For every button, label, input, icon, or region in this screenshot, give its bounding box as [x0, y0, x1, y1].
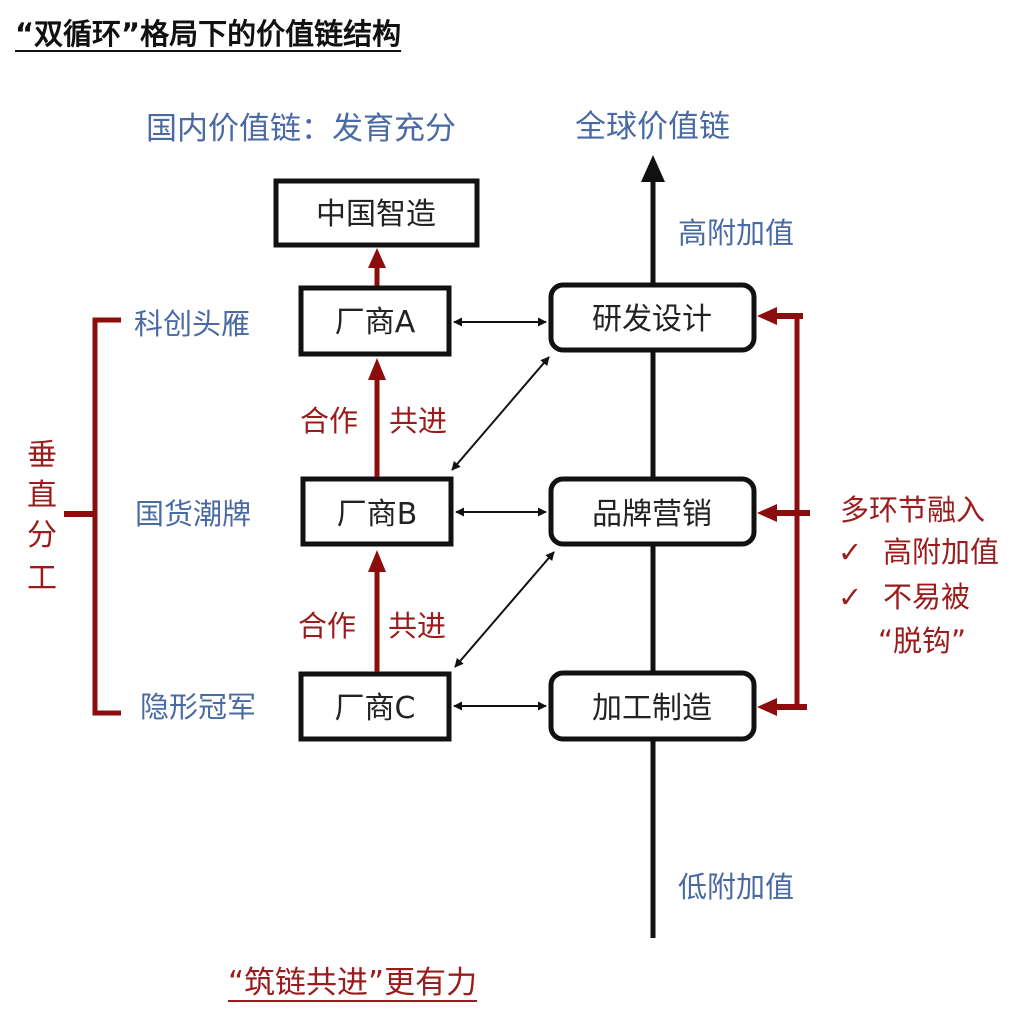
- link-c-brand: [454, 551, 555, 668]
- diagram-title: “双循环”格局下的价值链结构: [15, 17, 401, 51]
- category-label-a: 科创头雁: [134, 307, 250, 341]
- vertical-division-char-4: 工: [27, 561, 57, 596]
- firm-b-label: 厂商B: [337, 497, 418, 532]
- integration-heading: 多环节融入: [840, 493, 985, 527]
- stage-label-manufacturing: 加工制造: [592, 691, 712, 726]
- vertical-division-char-1: 垂: [27, 438, 57, 473]
- footer-slogan: “筑链共进”更有力: [228, 965, 477, 1001]
- integration-point-1: 高附加值: [883, 535, 999, 569]
- global-chain-label: 全球价值链: [575, 109, 730, 145]
- low-value-label: 低附加值: [678, 870, 794, 904]
- cooperation-label-left-2: 合作: [298, 609, 356, 643]
- vertical-division-bracket: [64, 317, 121, 716]
- category-label-b: 国货潮牌: [135, 497, 251, 531]
- link-b-rd: [451, 356, 550, 471]
- stage-label-brand: 品牌营销: [592, 497, 712, 532]
- firm-box-b: 厂商B: [300, 476, 454, 547]
- check-icon: ✓: [838, 535, 862, 569]
- stage-label-rd: 研发设计: [592, 302, 712, 337]
- stage-box-rd-design: 研发设计: [548, 282, 757, 353]
- category-label-c: 隐形冠军: [140, 690, 256, 724]
- high-value-label: 高附加值: [678, 216, 794, 250]
- cooperation-label-left-1: 合作: [300, 404, 358, 438]
- cooperation-label-right-2: 共进: [388, 609, 446, 643]
- red-arrow-left-icon: [757, 307, 777, 325]
- integration-point-2-continuation: “脱钩”: [878, 624, 966, 658]
- red-arrow-head-icon: [368, 358, 386, 380]
- red-arrow-left-icon: [757, 698, 777, 716]
- top-box-label: 中国智造: [316, 197, 436, 232]
- domestic-chain-label: 国内价值链：发育充分: [146, 111, 456, 147]
- integration-point-2: 不易被: [883, 580, 970, 614]
- stage-box-manufacturing: 加工制造: [548, 670, 757, 742]
- check-icon: ✓: [838, 580, 862, 614]
- red-arrow-head-icon: [368, 550, 386, 572]
- cooperation-label-right-1: 共进: [389, 404, 447, 438]
- firm-box-a: 厂商A: [298, 285, 452, 357]
- stage-box-brand-marketing: 品牌营销: [548, 476, 757, 547]
- red-arrow-left-icon: [757, 504, 777, 522]
- vertical-division-char-3: 分: [27, 518, 57, 553]
- china-smart-manufacturing-box: 中国智造: [273, 178, 480, 248]
- integration-bracket: [757, 307, 810, 716]
- red-arrow-head-icon: [368, 248, 386, 268]
- firm-c-label: 厂商C: [335, 691, 416, 726]
- firm-box-c: 厂商C: [298, 671, 452, 742]
- firm-a-label: 厂商A: [335, 305, 416, 340]
- vertical-division-char-2: 直: [27, 478, 57, 513]
- axis-arrow-up-icon: [641, 155, 665, 182]
